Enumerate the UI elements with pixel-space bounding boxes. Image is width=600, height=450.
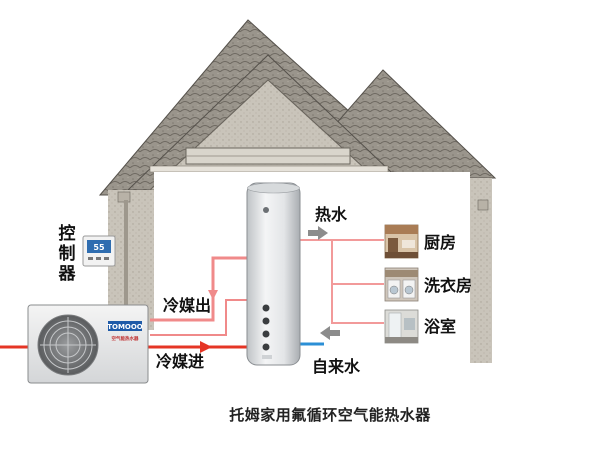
water-tank-icon xyxy=(247,183,300,365)
controller-label: 控制器 xyxy=(57,224,77,284)
refrigerant-out-label: 冷媒出 xyxy=(163,297,211,315)
outdoor-unit-sub: 空气能热水器 xyxy=(112,335,139,342)
outdoor-unit-icon: TOMOOO 空气能热水器 xyxy=(28,305,148,383)
controller-display: 55 xyxy=(93,243,105,252)
laundry-label: 洗衣房 xyxy=(424,277,472,295)
laundry-photo xyxy=(385,268,418,301)
tap-water-label: 自来水 xyxy=(312,358,360,376)
bathroom-photo xyxy=(385,310,418,343)
refrigerant-in-label: 冷媒进 xyxy=(156,353,204,371)
outdoor-unit-brand: TOMOOO xyxy=(107,323,143,331)
kitchen-photo xyxy=(385,225,418,258)
diagram-caption: 托姆家用氟循环空气能热水器 xyxy=(170,404,490,425)
controller-icon: 55 xyxy=(83,236,115,266)
bathroom-label: 浴室 xyxy=(424,318,456,336)
hot-water-label: 热水 xyxy=(315,206,347,224)
kitchen-label: 厨房 xyxy=(424,234,456,252)
